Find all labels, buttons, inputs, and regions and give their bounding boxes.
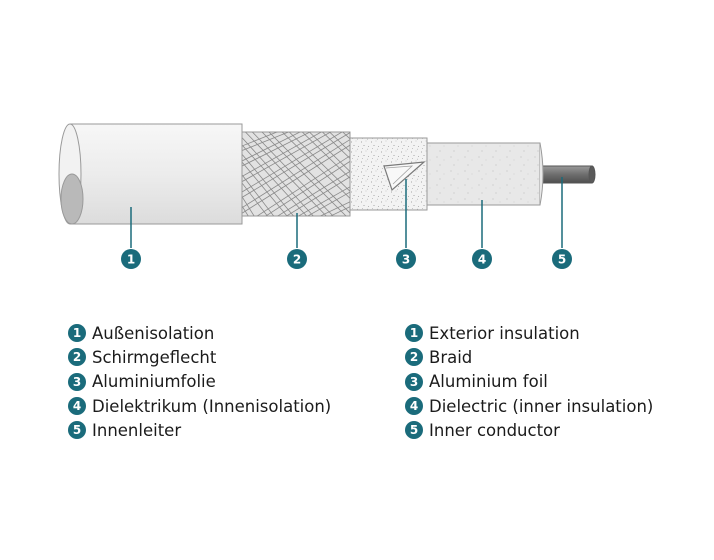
legend-label: Schirmgeflecht: [92, 347, 217, 367]
inner-conductor: [539, 165, 596, 184]
numbered-circle-icon: 4: [68, 397, 86, 416]
legend-english: 1 Exterior insulation 2 Braid 3 Aluminium f…: [405, 321, 653, 442]
legend-item: 2 Braid: [405, 345, 653, 369]
legend-label: Dielektrikum (Innenisolation): [92, 396, 332, 416]
callout-5: 5: [552, 249, 572, 269]
numbered-circle-icon: 5: [405, 421, 423, 440]
legend-label: Dielectric (inner insulation): [429, 396, 654, 416]
numbered-circle-icon: 1: [68, 324, 86, 343]
legend-label: Aluminium foil: [429, 372, 548, 392]
legend-item: 1 Außenisolation: [68, 321, 331, 345]
numbered-circle-icon: [552, 249, 572, 269]
legend-item: 3 Aluminium foil: [405, 370, 653, 394]
numbered-circle-icon: 3: [405, 372, 423, 391]
callout-2: 2: [287, 249, 307, 269]
legend-item: 5 Innenleiter: [68, 418, 331, 442]
exterior-insulation: [58, 123, 243, 225]
coax-cable-diagram: 1 2 3 4 5: [58, 123, 596, 269]
braid: [241, 131, 351, 217]
callout-number: 3: [402, 253, 410, 267]
numbered-circle-icon: [396, 249, 416, 269]
callout-number: 2: [293, 253, 301, 267]
legend-label: Inner conductor: [429, 420, 560, 440]
legend-label: Braid: [429, 347, 473, 367]
numbered-circle-icon: 5: [68, 421, 86, 440]
legend-label: Exterior insulation: [429, 323, 580, 343]
legend-item: 4 Dielectric (inner insulation): [405, 394, 653, 418]
legend-label: Aluminiumfolie: [92, 372, 216, 392]
numbered-circle-icon: 2: [68, 348, 86, 367]
callout-number: 5: [558, 253, 566, 267]
numbered-circle-icon: [287, 249, 307, 269]
callout-1: 1: [121, 249, 141, 269]
legend-item: 2 Schirmgeflecht: [68, 345, 331, 369]
legend-item: 5 Inner conductor: [405, 418, 653, 442]
callout-3: 3: [396, 249, 416, 269]
legend-item: 1 Exterior insulation: [405, 321, 653, 345]
numbered-circle-icon: [121, 249, 141, 269]
numbered-circle-icon: 4: [405, 397, 423, 416]
legend-label: Innenleiter: [92, 420, 182, 440]
foil-triangle-icon: [383, 161, 426, 192]
numbered-circle-icon: 2: [405, 348, 423, 367]
numbered-circle-icon: [472, 249, 492, 269]
legend-item: 3 Aluminiumfolie: [68, 370, 331, 394]
dielectric: [425, 142, 544, 206]
legend-german: 1 Außenisolation 2 Schirmgeflecht 3 Alumini…: [68, 321, 331, 442]
numbered-circle-icon: 1: [405, 324, 423, 343]
numbered-circle-icon: 3: [68, 372, 86, 391]
callout-lines: [130, 177, 563, 248]
callout-4: 4: [472, 249, 492, 269]
legend-item: 4 Dielektrikum (Innenisolation): [68, 394, 331, 418]
callout-number: 1: [127, 253, 135, 267]
callout-number: 4: [478, 253, 486, 267]
legend-label: Außenisolation: [92, 323, 215, 343]
aluminium-foil: [349, 137, 428, 211]
